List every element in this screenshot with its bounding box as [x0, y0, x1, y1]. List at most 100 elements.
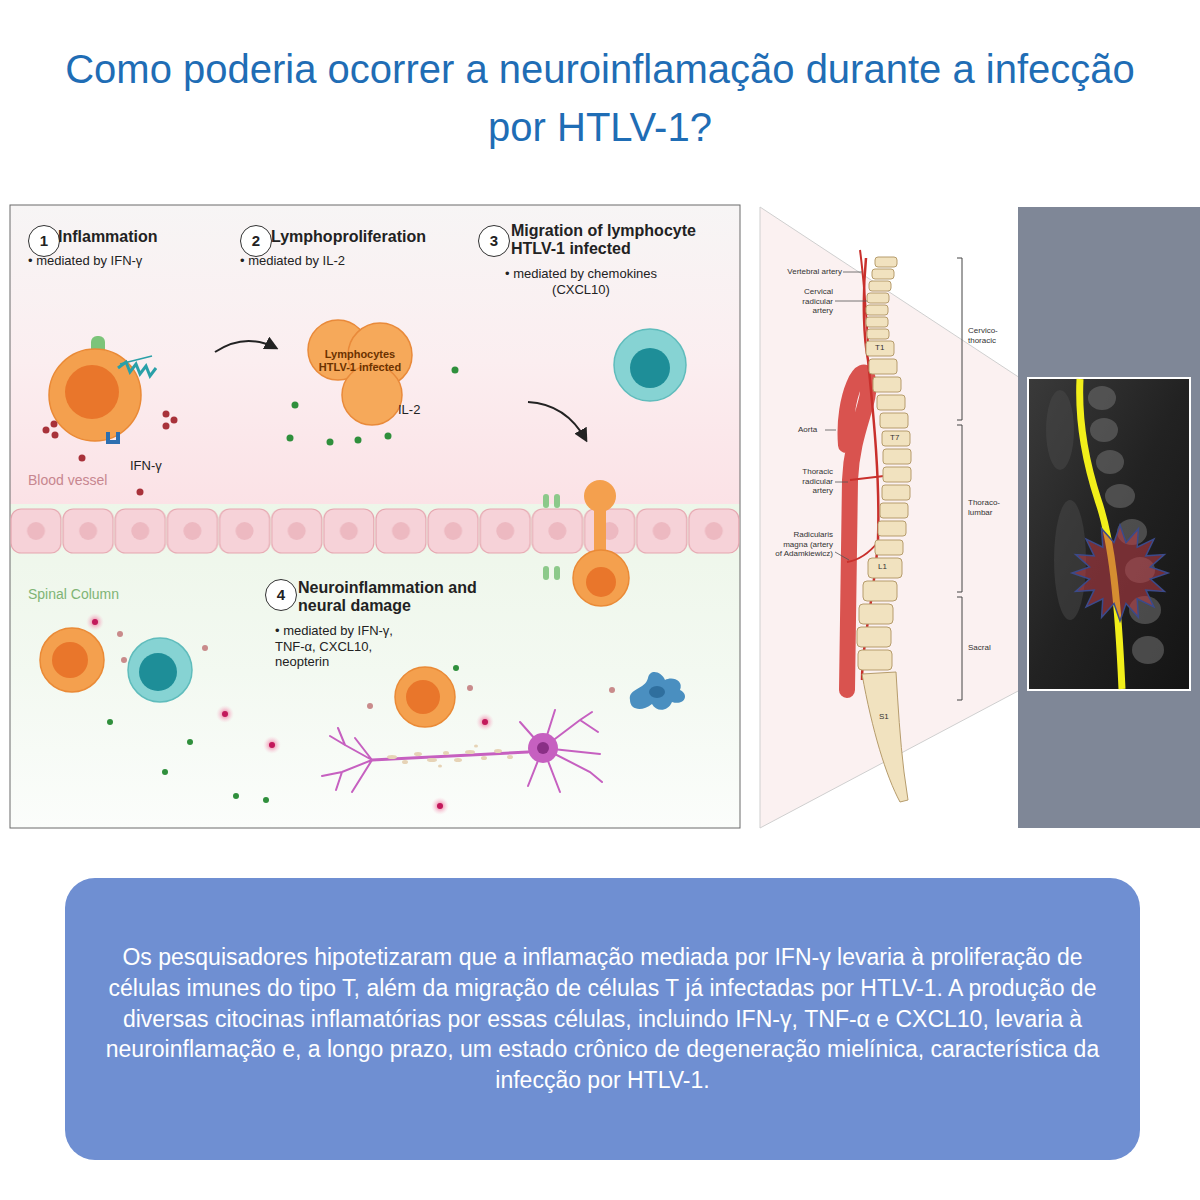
anatomy-label: Radicularis magna (artery of Adamkiewicz… — [775, 530, 833, 559]
region-label: Blood vessel — [28, 472, 107, 489]
cytokine-molecules — [117, 631, 123, 637]
infected-lymphocyte — [52, 642, 88, 678]
myelin-debris — [507, 755, 513, 759]
zoom-callout — [760, 207, 1020, 828]
t-cell — [128, 638, 192, 702]
cytokine-molecules — [467, 685, 473, 691]
ifn-gamma-molecules — [163, 423, 170, 430]
neopterin-molecules — [482, 719, 488, 725]
step-note: • mediated by IL-2 — [240, 253, 345, 269]
neuron-body — [528, 733, 558, 763]
vertebra — [859, 604, 893, 624]
microglia — [649, 686, 665, 698]
vertebra — [877, 395, 905, 410]
vertebra — [857, 627, 891, 647]
step-heading: Inflammation — [58, 227, 158, 246]
cytokine-molecules — [162, 769, 168, 775]
ifn-gamma-molecules — [163, 411, 170, 418]
cell-label: Lymphocytes HTLV-1 infected — [310, 348, 410, 374]
vertebra-label: L1 — [877, 562, 888, 572]
vertebra — [883, 449, 911, 464]
neopterin-molecules — [86, 613, 104, 631]
adhesion-molecules — [543, 494, 549, 508]
step-heading: Neuroinflammation and neural damage — [298, 579, 483, 616]
neopterin-molecules — [437, 803, 443, 809]
ifn-gamma-molecules — [51, 421, 58, 428]
myelin-debris — [387, 745, 513, 768]
myelin-debris — [494, 749, 502, 753]
myelin-debris — [438, 765, 442, 768]
adhesion-molecules — [554, 494, 560, 508]
il-2-molecules — [355, 437, 362, 444]
ifn-gamma-molecules — [171, 417, 178, 424]
ifn-gamma-molecules — [52, 432, 59, 439]
cytokine-molecules — [107, 631, 615, 803]
step-number: 3 — [478, 225, 510, 257]
neopterin-molecules — [476, 713, 494, 731]
infected-lymphocyte — [40, 628, 104, 692]
lesion-star — [1072, 525, 1168, 621]
vertebra — [880, 413, 908, 428]
vertebra — [857, 257, 911, 802]
vertebra — [872, 269, 894, 279]
myelin-debris — [414, 752, 422, 756]
process-arrow — [215, 341, 276, 352]
neopterin-molecules — [269, 742, 275, 748]
vertebra — [878, 521, 906, 536]
circulating-t-cell — [614, 329, 686, 401]
cytokine-label: IL-2 — [398, 402, 420, 418]
migrating-lymphocyte — [573, 550, 629, 606]
region-bracket — [957, 258, 962, 700]
mri-panel — [1018, 207, 1200, 828]
neopterin-molecules — [216, 705, 234, 723]
infected-lymphocyte — [395, 667, 455, 727]
vertebra — [863, 581, 897, 601]
neopterin-molecules — [92, 619, 98, 625]
circulating-t-cell — [630, 348, 670, 388]
activated-t-cell — [49, 336, 156, 444]
leader-line — [835, 552, 849, 560]
lesion-star — [1072, 525, 1168, 621]
neopterin-molecules — [431, 797, 449, 815]
vertebra — [867, 293, 889, 303]
mri-panel — [1028, 378, 1190, 690]
migrating-lymphocyte — [573, 480, 629, 606]
vertebra — [869, 281, 891, 291]
vertebra — [866, 317, 888, 327]
migrating-lymphocyte — [586, 567, 616, 597]
anatomy-label: Aorta — [798, 425, 817, 435]
mri-panel — [1018, 207, 1200, 828]
cytokine-molecules — [121, 657, 127, 663]
myelin-debris — [481, 756, 487, 760]
artery — [850, 476, 884, 480]
spine-region-label: Thoraco-lumbar — [968, 498, 1014, 517]
adhesion-molecules — [543, 494, 560, 580]
activated-t-cell — [120, 356, 152, 364]
panel-background — [10, 205, 740, 828]
mri-panel — [1088, 386, 1116, 410]
zoom-callout — [760, 207, 1020, 828]
infected-lymphocyte — [406, 680, 440, 714]
mri-panel — [1090, 418, 1118, 442]
neopterin-molecules — [263, 736, 281, 754]
region-bracket — [957, 258, 962, 420]
neopterin-molecules — [222, 711, 228, 717]
myelin-debris — [387, 755, 397, 759]
infected-lymphocyte — [40, 628, 455, 727]
aorta — [838, 426, 846, 434]
leader-line — [835, 301, 867, 302]
il-2-molecules — [452, 367, 459, 374]
callout-number: 4 — [266, 580, 296, 609]
spinal-cord-highlight — [1080, 379, 1122, 689]
leader-line — [835, 482, 848, 483]
step-note: • mediated by chemokines (CXCL10) — [490, 266, 672, 297]
callout-number: 1 — [29, 226, 59, 255]
vertebra — [858, 650, 892, 670]
neuron-body — [528, 733, 558, 763]
myelin-debris — [443, 751, 449, 755]
ifn-gamma-molecules — [43, 427, 50, 434]
lymphocyte-cluster-shape — [342, 365, 402, 425]
vertebra-label: S1 — [878, 712, 890, 722]
step-heading: Migration of lymphocyte HTLV-1 infected — [511, 222, 737, 259]
